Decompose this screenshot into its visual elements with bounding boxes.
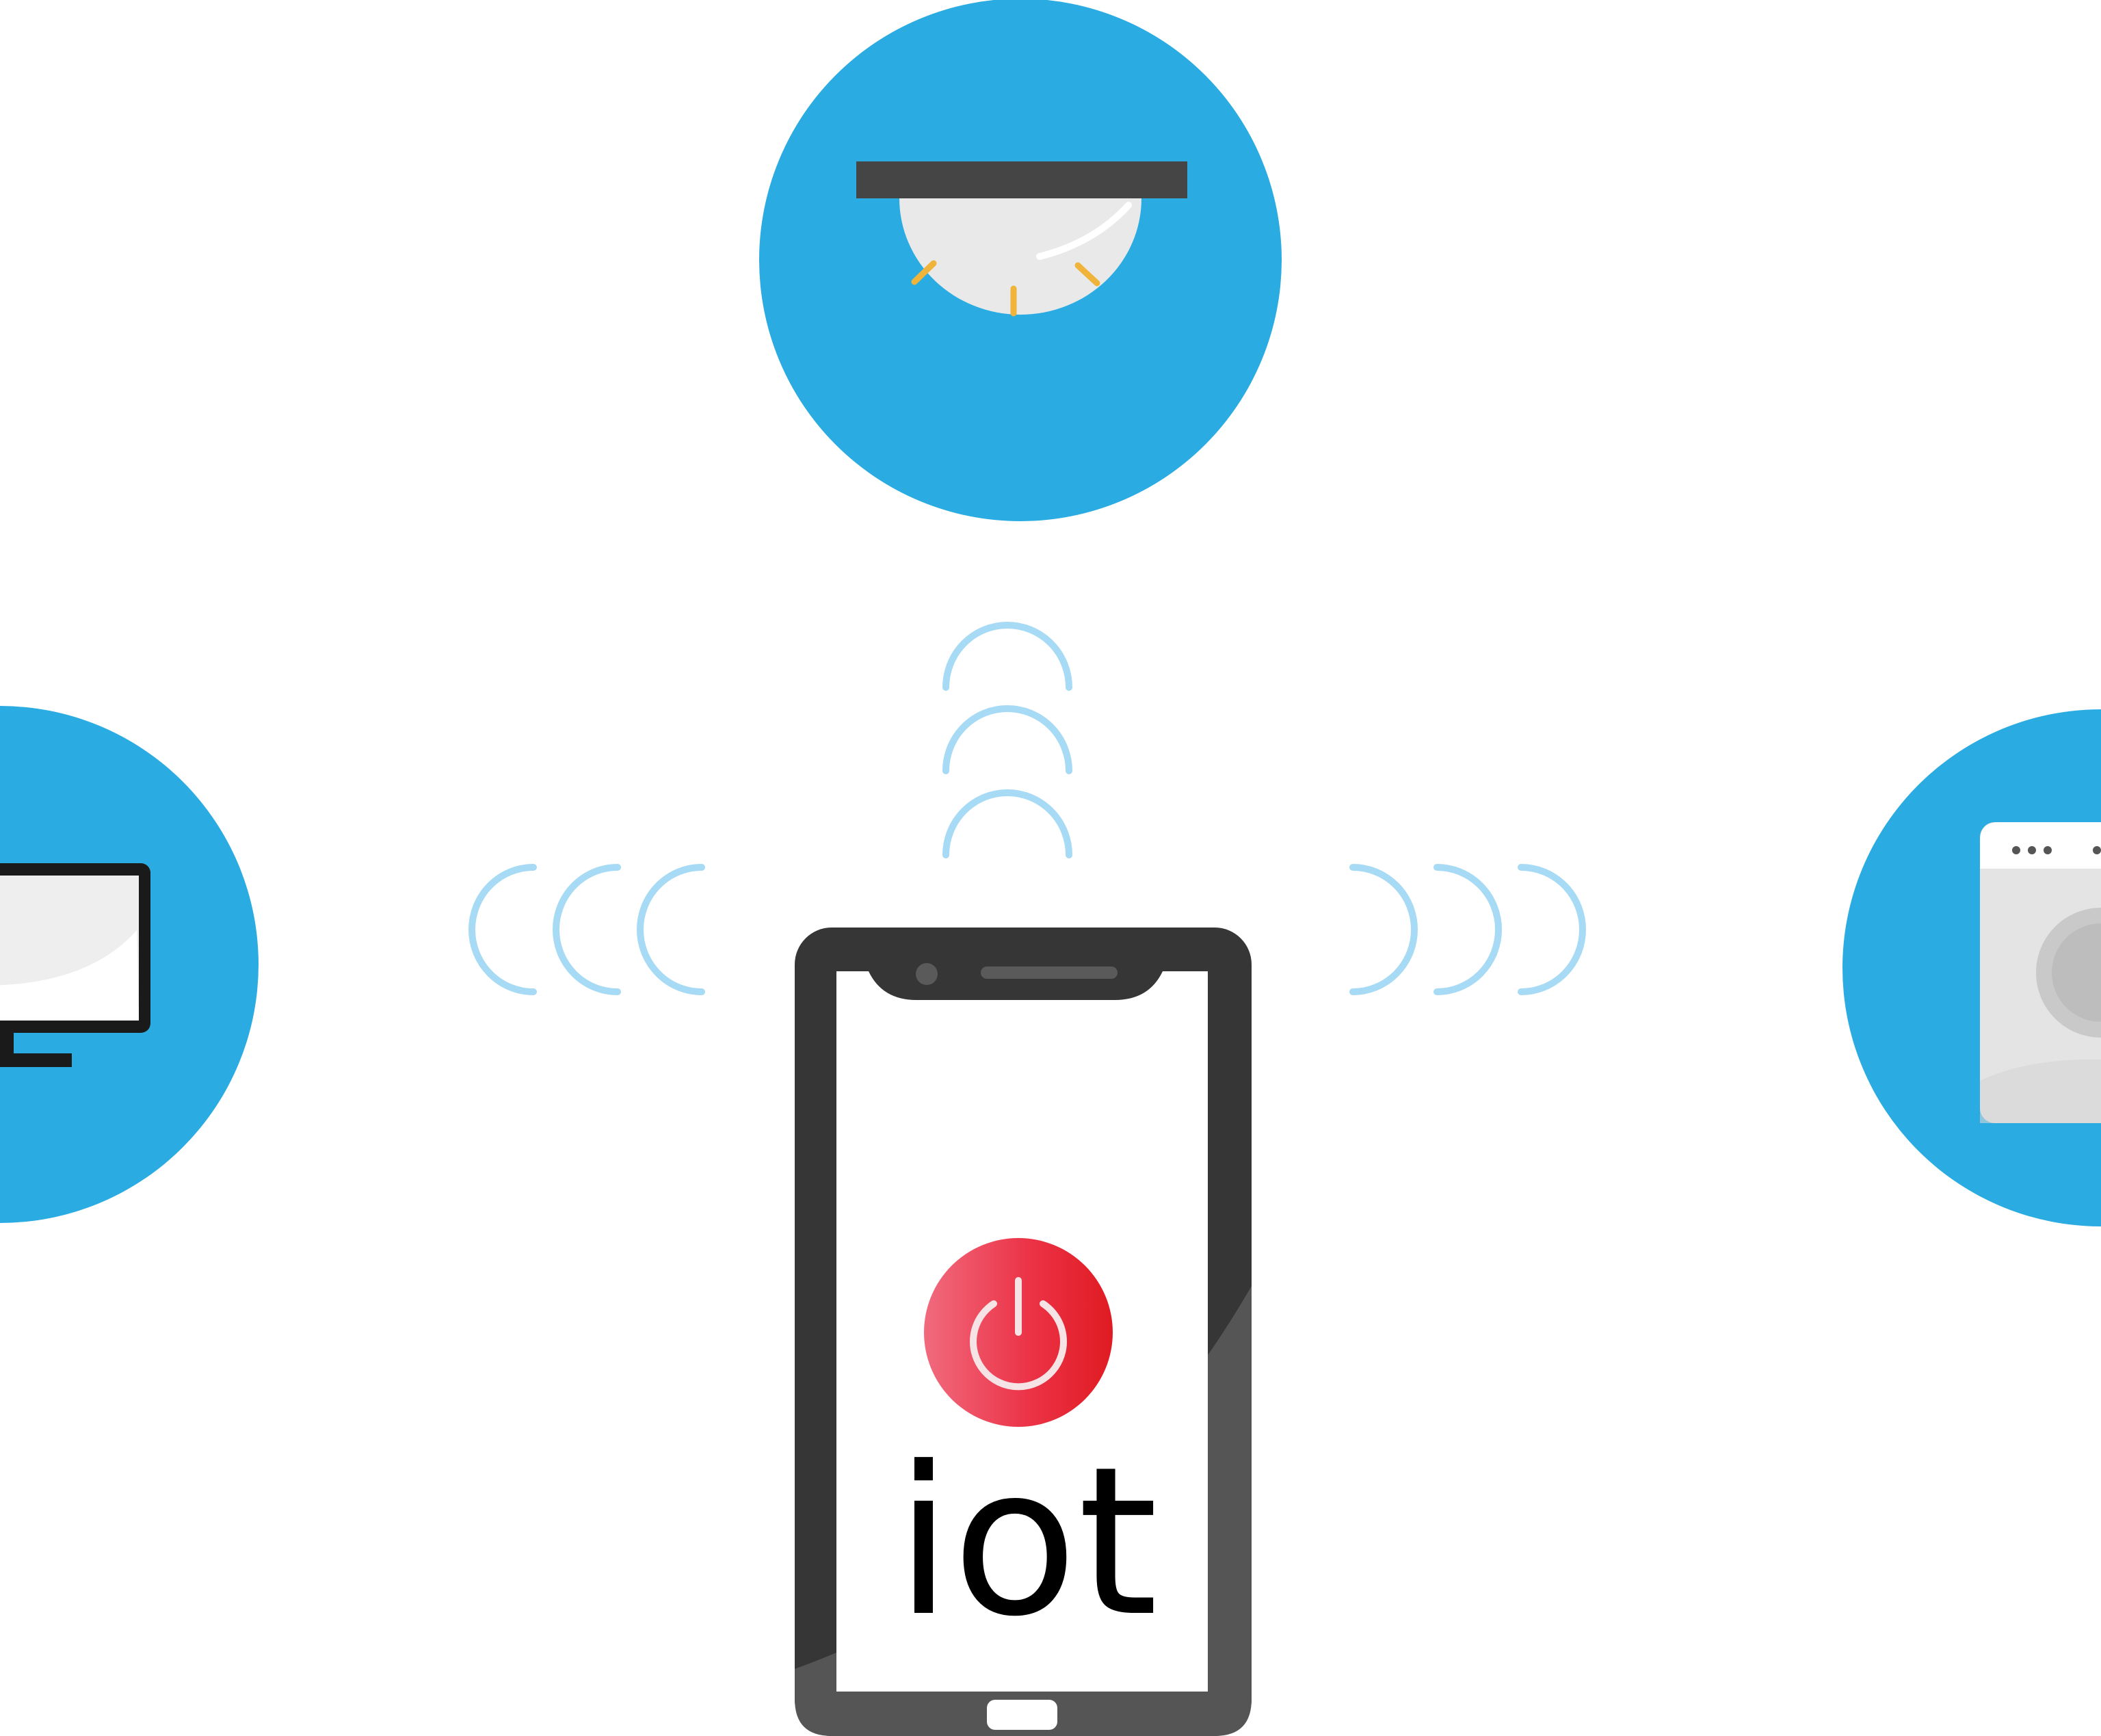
ceiling-light-device	[759, 0, 1282, 521]
washing-machine-icon	[1980, 822, 2101, 1123]
monitor-device	[0, 706, 259, 1223]
signal-waves-top	[942, 622, 1072, 858]
front-camera	[916, 963, 938, 985]
monitor-icon	[0, 863, 150, 1067]
washing-machine-device	[1842, 709, 2101, 1226]
power-button[interactable]	[924, 1238, 1113, 1427]
ceiling-light-icon	[856, 161, 1187, 317]
power-icon	[970, 1277, 1067, 1391]
signal-waves-right	[1349, 864, 1586, 995]
home-button[interactable]	[987, 1700, 1057, 1730]
phone-speaker	[981, 966, 1118, 979]
signal-waves-left	[468, 864, 705, 995]
iot-label: iot	[895, 1423, 1159, 1661]
